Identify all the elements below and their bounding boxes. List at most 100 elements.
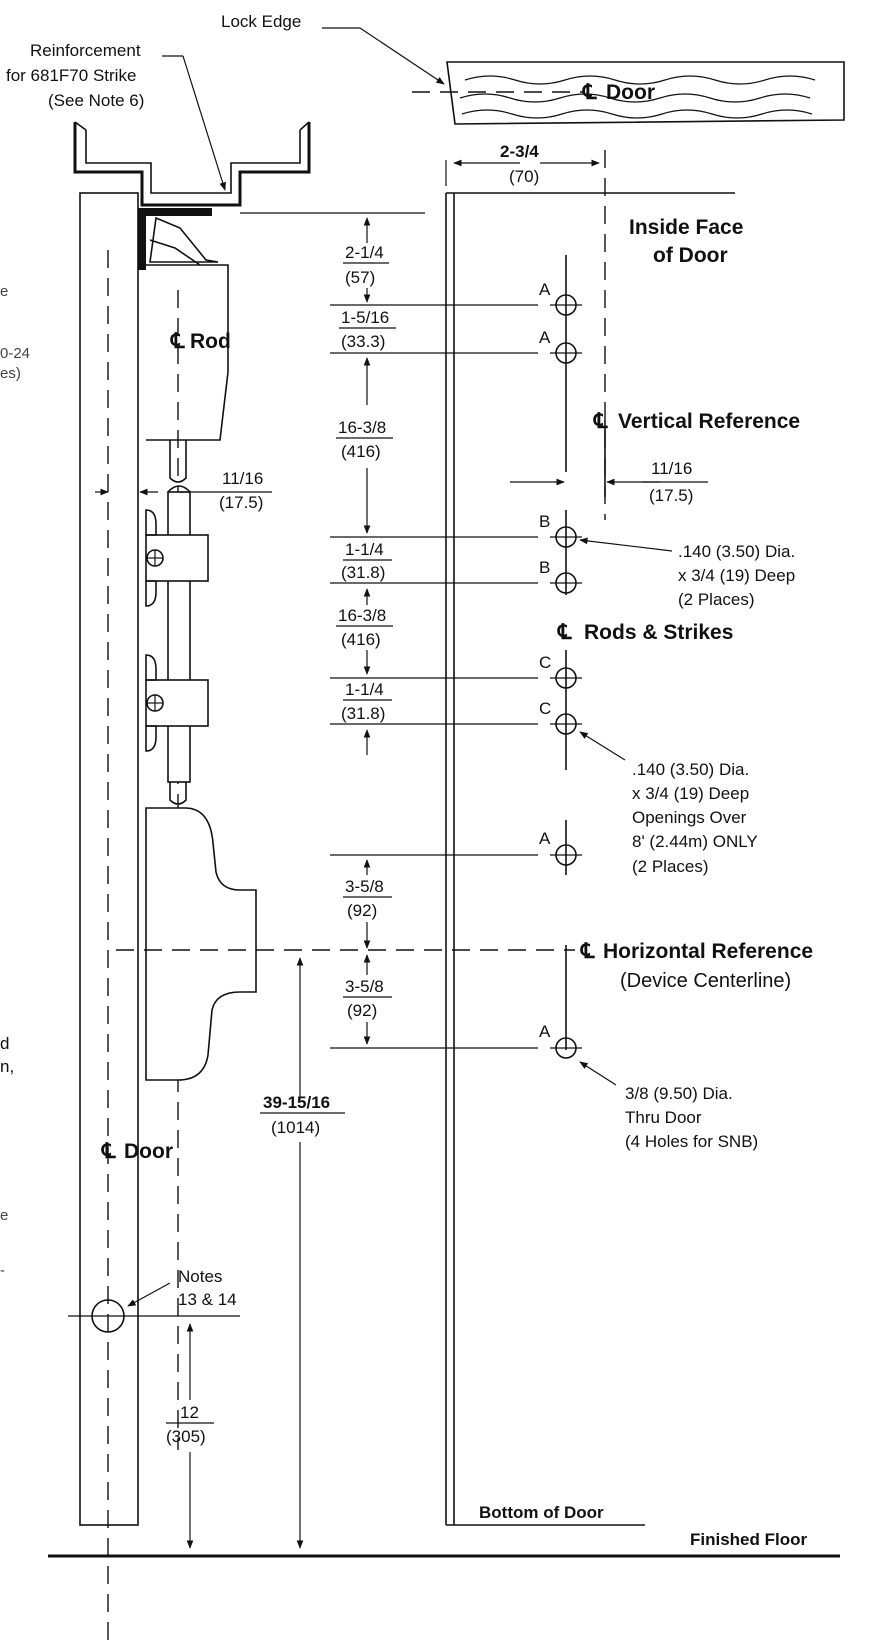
cutoff-text-1: e — [0, 283, 8, 300]
note-a-3: (4 Holes for SNB) — [625, 1132, 758, 1151]
note-c-1: .140 (3.50) Dia. — [632, 760, 749, 779]
note-a-arrow — [579, 1061, 617, 1086]
dim-92-a: (92) — [347, 901, 377, 920]
dim-416-a: (416) — [341, 442, 381, 461]
frame-jamb — [79, 192, 212, 1526]
note-a-1: 3/8 (9.50) Dia. — [625, 1084, 733, 1103]
note-c-4: 8' (2.44m) ONLY — [632, 832, 758, 851]
dim-17-5-right: (17.5) — [649, 486, 693, 505]
dim-11-16-left: 11/16 — [222, 469, 263, 488]
cutoff-text-6: e — [0, 1207, 8, 1224]
hole-a2 — [550, 342, 582, 364]
inside-face-label-1: Inside Face — [629, 216, 743, 239]
dim-305: (305) — [166, 1427, 206, 1446]
dim-1-1-4-b: 1-1/4 — [345, 680, 384, 699]
hole-a1-label: A — [539, 280, 551, 299]
hole-a3 — [550, 844, 582, 866]
dim-92-b: (92) — [347, 1001, 377, 1020]
note-c-3: Openings Over — [632, 808, 747, 827]
cl-vertical-ref-label: Vertical Reference — [618, 410, 800, 433]
cutoff-text-2: 0-24 — [0, 345, 30, 362]
notes-label-1: Notes — [178, 1267, 222, 1286]
dim-57: (57) — [345, 268, 375, 287]
hole-a4 — [550, 1037, 582, 1059]
reinforcement-arrow — [182, 55, 226, 191]
dim-1014: (1014) — [271, 1118, 320, 1137]
dim-16-3-8-b: 16-3/8 — [338, 606, 386, 625]
rod-guide-upper — [145, 509, 209, 607]
dim-33-3: (33.3) — [341, 332, 385, 351]
reinforcement-label-3: (See Note 6) — [48, 91, 144, 110]
dim-1-1-4-a: 1-1/4 — [345, 540, 384, 559]
note-b-2: x 3/4 (19) Deep — [678, 566, 795, 585]
hole-notes-13-14 — [68, 1299, 240, 1333]
reinforcement-label-1: Reinforcement — [30, 41, 141, 60]
lock-edge-arrow — [359, 27, 445, 85]
hole-c2-label: C — [539, 699, 551, 718]
note-b-1: .140 (3.50) Dia. — [678, 542, 795, 561]
dim-31-8-b: (31.8) — [341, 704, 385, 723]
dim-2-1-4: 2-1/4 — [345, 243, 384, 262]
hole-b1-label: B — [539, 512, 550, 531]
hole-c2 — [550, 713, 582, 735]
cl-symbol-horizontal-ref: ℄ — [580, 940, 595, 963]
note-c-2: x 3/4 (19) Deep — [632, 784, 749, 803]
dim-39-15-16: 39-15/16 — [263, 1093, 330, 1112]
dim-3-5-8-a: 3-5/8 — [345, 877, 384, 896]
lock-edge-label: Lock Edge — [221, 12, 301, 31]
note-c-arrow — [579, 731, 626, 761]
cl-symbol-door-top: ℄ — [582, 81, 597, 104]
door-edge — [445, 192, 735, 1526]
cl-symbol-rod: ℄ — [170, 330, 185, 353]
dim-12: 12 — [180, 1403, 199, 1422]
hole-c1 — [550, 667, 582, 689]
bottom-of-door-label: Bottom of Door — [479, 1503, 604, 1522]
vertical-rod — [167, 440, 191, 805]
hole-b1 — [550, 526, 582, 548]
hole-a2-label: A — [539, 328, 551, 347]
note-c-5: (2 Places) — [632, 857, 709, 876]
dim-70: (70) — [509, 167, 539, 186]
note-a-2: Thru Door — [625, 1108, 702, 1127]
device-body — [145, 807, 257, 1081]
dim-16-3-8-a: 16-3/8 — [338, 418, 386, 437]
cl-horizontal-ref-label: Horizontal Reference — [603, 940, 813, 963]
hole-c1-label: C — [539, 653, 551, 672]
hole-b2-label: B — [539, 558, 550, 577]
door-section-top — [412, 61, 845, 125]
notes-arrow — [127, 1282, 171, 1307]
dim-416-b: (416) — [341, 630, 381, 649]
reinforcement-bracket — [73, 122, 311, 207]
note-b-3: (2 Places) — [678, 590, 755, 609]
dim-1-5-16: 1-5/16 — [341, 308, 389, 327]
note-b-arrow — [579, 537, 673, 552]
hole-a1 — [550, 294, 582, 316]
dim-3-5-8-b: 3-5/8 — [345, 977, 384, 996]
reinforcement-label-2: for 681F70 Strike — [6, 66, 136, 85]
notes-label-2: 13 & 14 — [178, 1290, 237, 1309]
finished-floor-label: Finished Floor — [690, 1530, 807, 1549]
cl-door-bottom-label: Door — [124, 1140, 173, 1163]
cutoff-text-7: - — [0, 1262, 5, 1279]
cl-symbol-vertical-ref: ℄ — [593, 410, 608, 433]
cutoff-text-4: d — [0, 1034, 9, 1053]
rod-guide-lower — [145, 654, 209, 752]
hole-a3-label: A — [539, 829, 551, 848]
dim-11-16-right: 11/16 — [651, 459, 692, 478]
cl-rods-strikes-label: Rods & Strikes — [584, 621, 733, 644]
cutoff-text-5: n, — [0, 1057, 14, 1076]
dim-17-5-left: (17.5) — [219, 493, 263, 512]
cl-symbol-door-bottom: ℄ — [101, 1140, 116, 1163]
hole-a4-label: A — [539, 1022, 551, 1041]
cl-symbol-rods-strikes: ℄ — [557, 621, 572, 644]
dim-2-3-4: 2-3/4 — [500, 142, 539, 161]
dim-31-8-a: (31.8) — [341, 563, 385, 582]
hole-b2 — [550, 572, 582, 594]
inside-face-label-2: of Door — [653, 244, 728, 267]
cutoff-text-3: es) — [0, 365, 21, 382]
cl-rod-label: Rod — [190, 330, 231, 353]
device-centerline-label: (Device Centerline) — [620, 970, 791, 992]
cl-door-top-label: Door — [606, 81, 655, 104]
device-head — [146, 216, 229, 441]
